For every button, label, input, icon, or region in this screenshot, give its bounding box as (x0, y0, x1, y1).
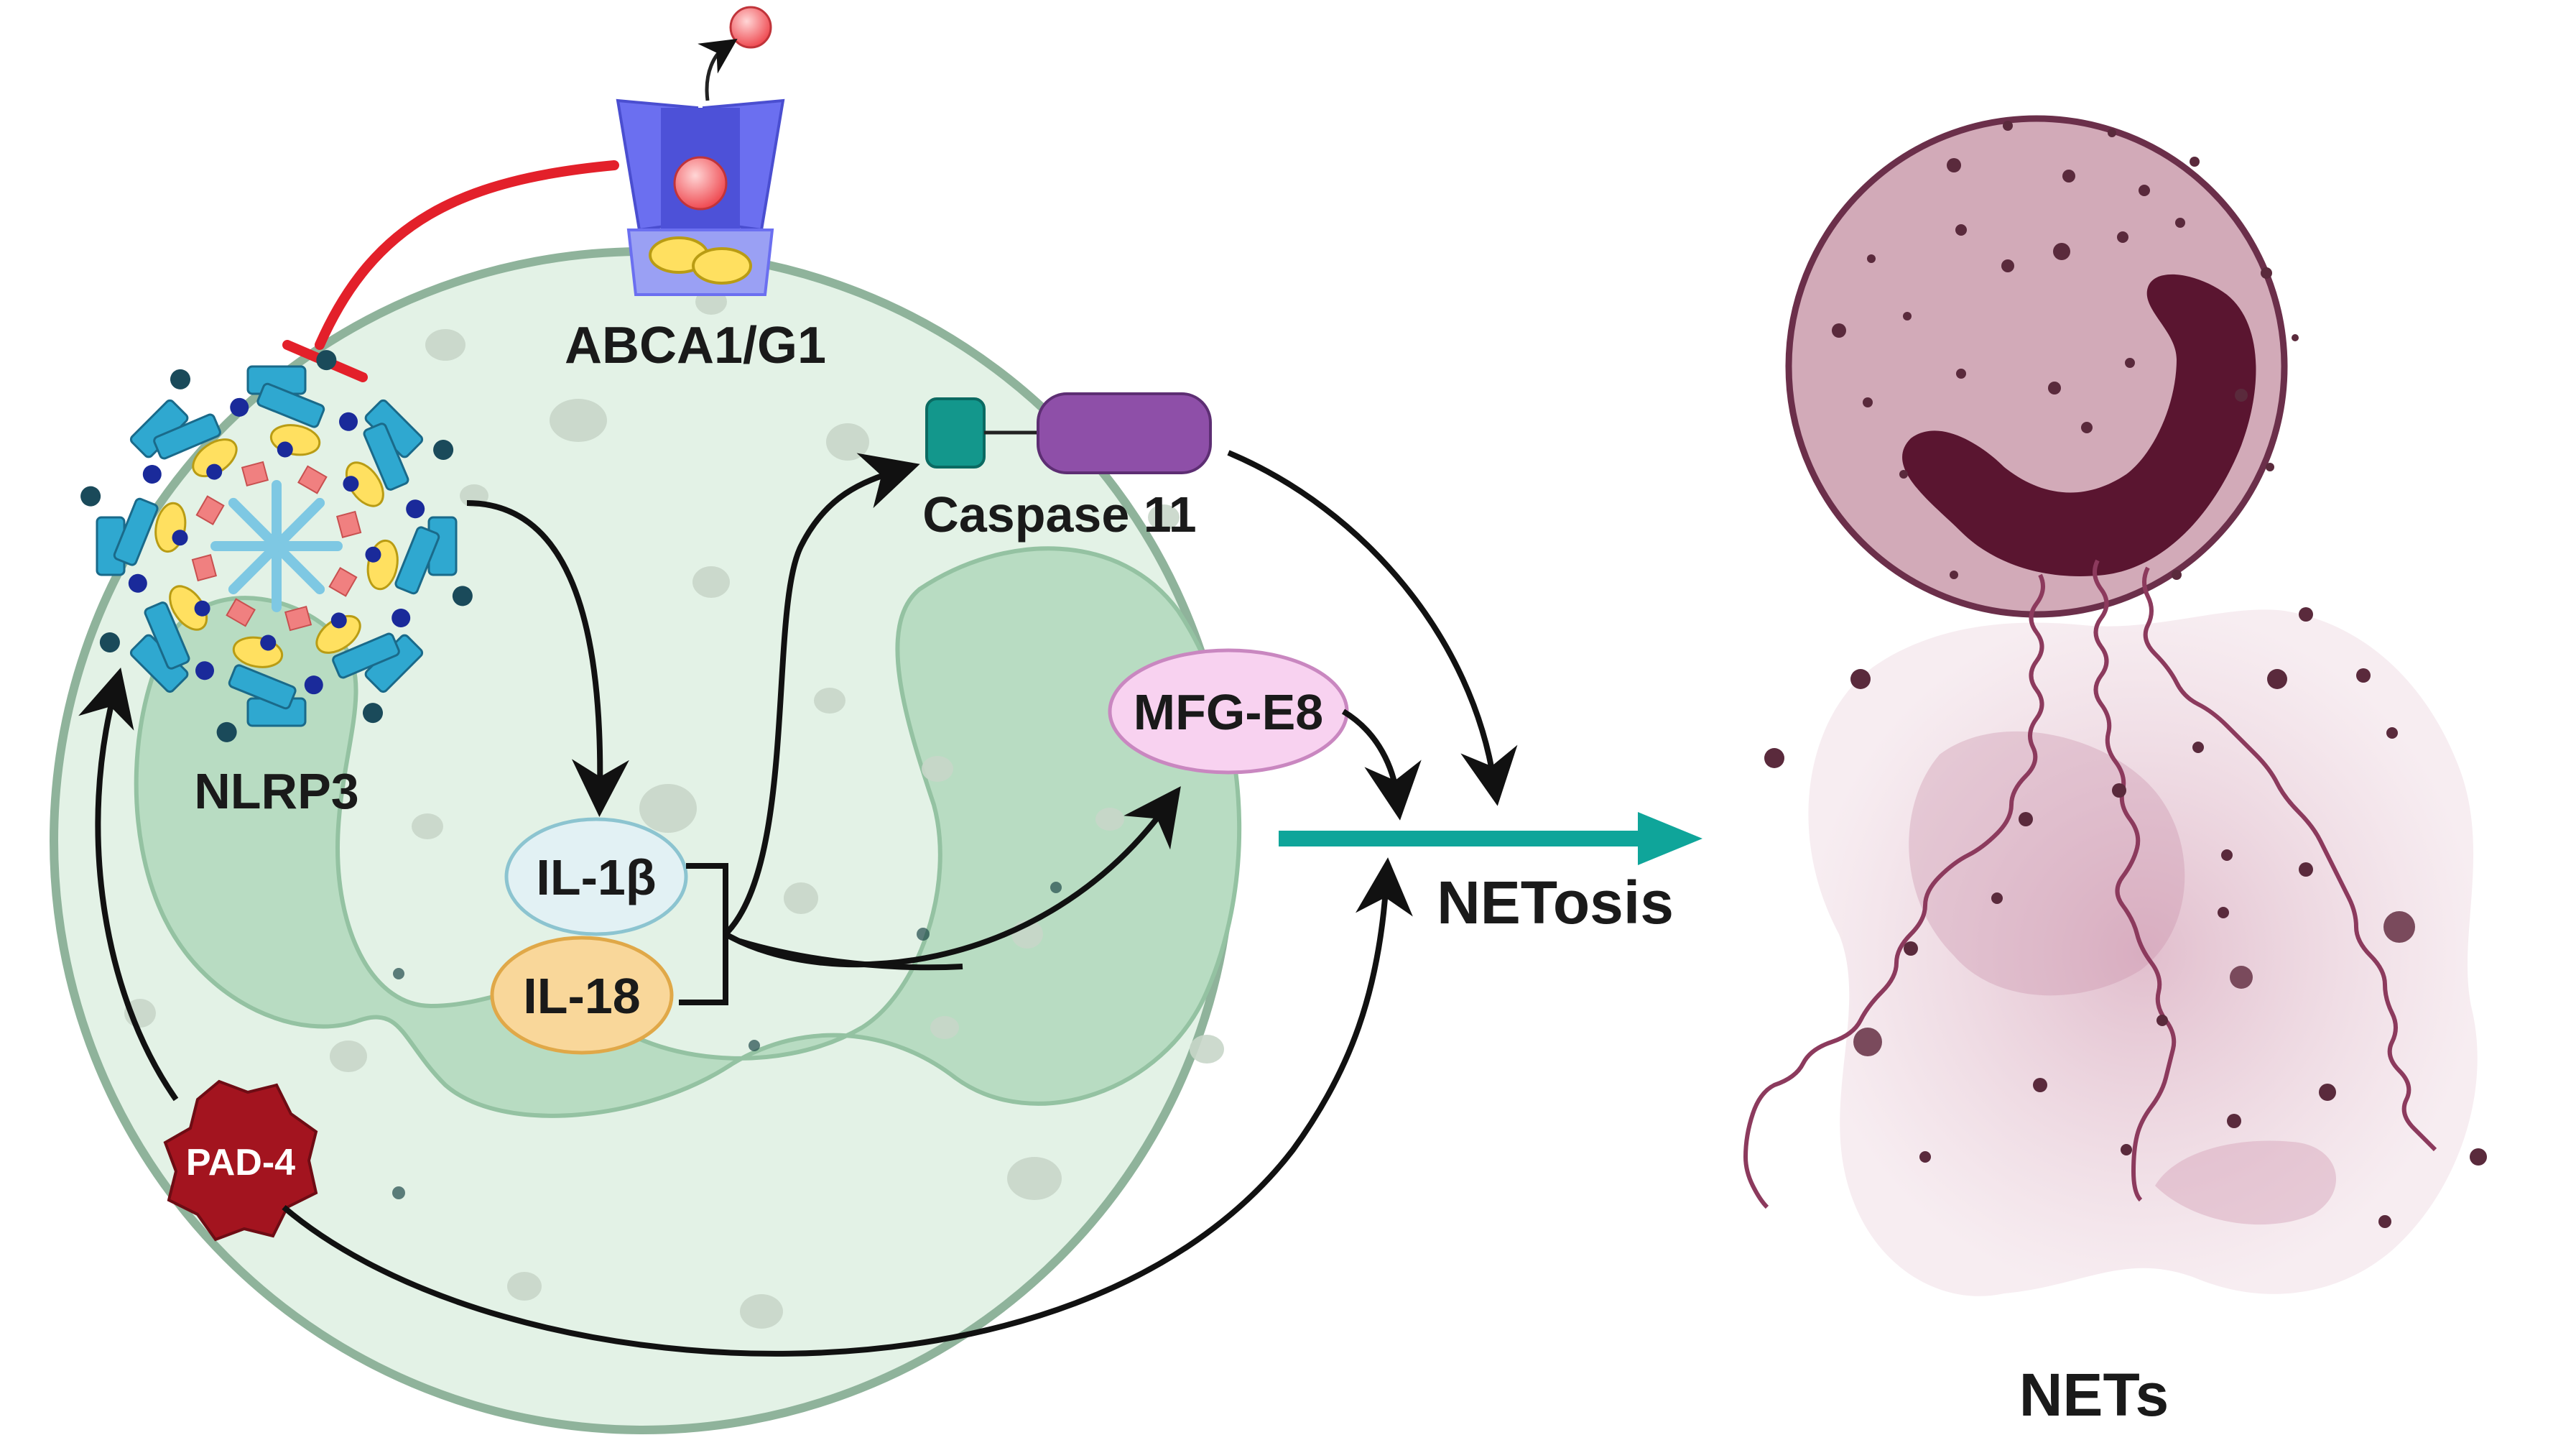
caspase-domain-icon (925, 392, 1212, 474)
arrow-caspase-to-netosis (1227, 450, 1518, 806)
arrow-cytokines-to-mfge8-lower (738, 938, 963, 971)
cell-vesicles-dark (392, 882, 1062, 1199)
net-dna-strands (1743, 559, 2437, 1209)
arrow-nlrp3-to-cytokines (466, 500, 629, 817)
mfge8-label: MFG-E8 (1134, 684, 1323, 740)
arrow-pad4-to-netosis (282, 857, 1413, 1357)
arrow-pad4-to-nlrp3 (78, 668, 179, 1102)
cholesterol-molecule (673, 156, 728, 211)
il18-node: IL-18 (490, 936, 674, 1055)
transporter-label: ABCA1/G1 (565, 317, 826, 374)
cell-nucleus (134, 546, 1242, 1118)
mfge8-node: MFG-E8 (1108, 648, 1349, 775)
netosis-arrow (1279, 812, 1702, 865)
net-nucleus (1902, 274, 2256, 576)
net-neutrophil (1785, 115, 2288, 618)
il1b-node: IL-1β (504, 817, 688, 936)
inflammasome-ring-icon (80, 350, 473, 742)
arrow-cytokines-to-mfge8 (724, 786, 1181, 968)
netosis-label: NETosis (1437, 869, 1674, 936)
arrow-cytokines-to-caspase (723, 453, 920, 936)
caspase-label: Caspase 11 (922, 486, 1196, 543)
net-granules (1764, 121, 2487, 1228)
arrow-mfge8-to-netosis (1341, 709, 1422, 821)
pad4-node: PAD-4 (163, 1079, 318, 1242)
inflammasome-label: NLRP3 (194, 763, 358, 819)
il18-label: IL-18 (523, 968, 640, 1024)
activation-arrows (78, 450, 1518, 1357)
effluxed-molecule (729, 6, 772, 49)
nets-label: NETs (2019, 1361, 2169, 1429)
pad4-label: PAD-4 (186, 1142, 295, 1183)
membrane-transporter-icon (616, 6, 785, 296)
il1b-label: IL-1β (536, 849, 656, 905)
